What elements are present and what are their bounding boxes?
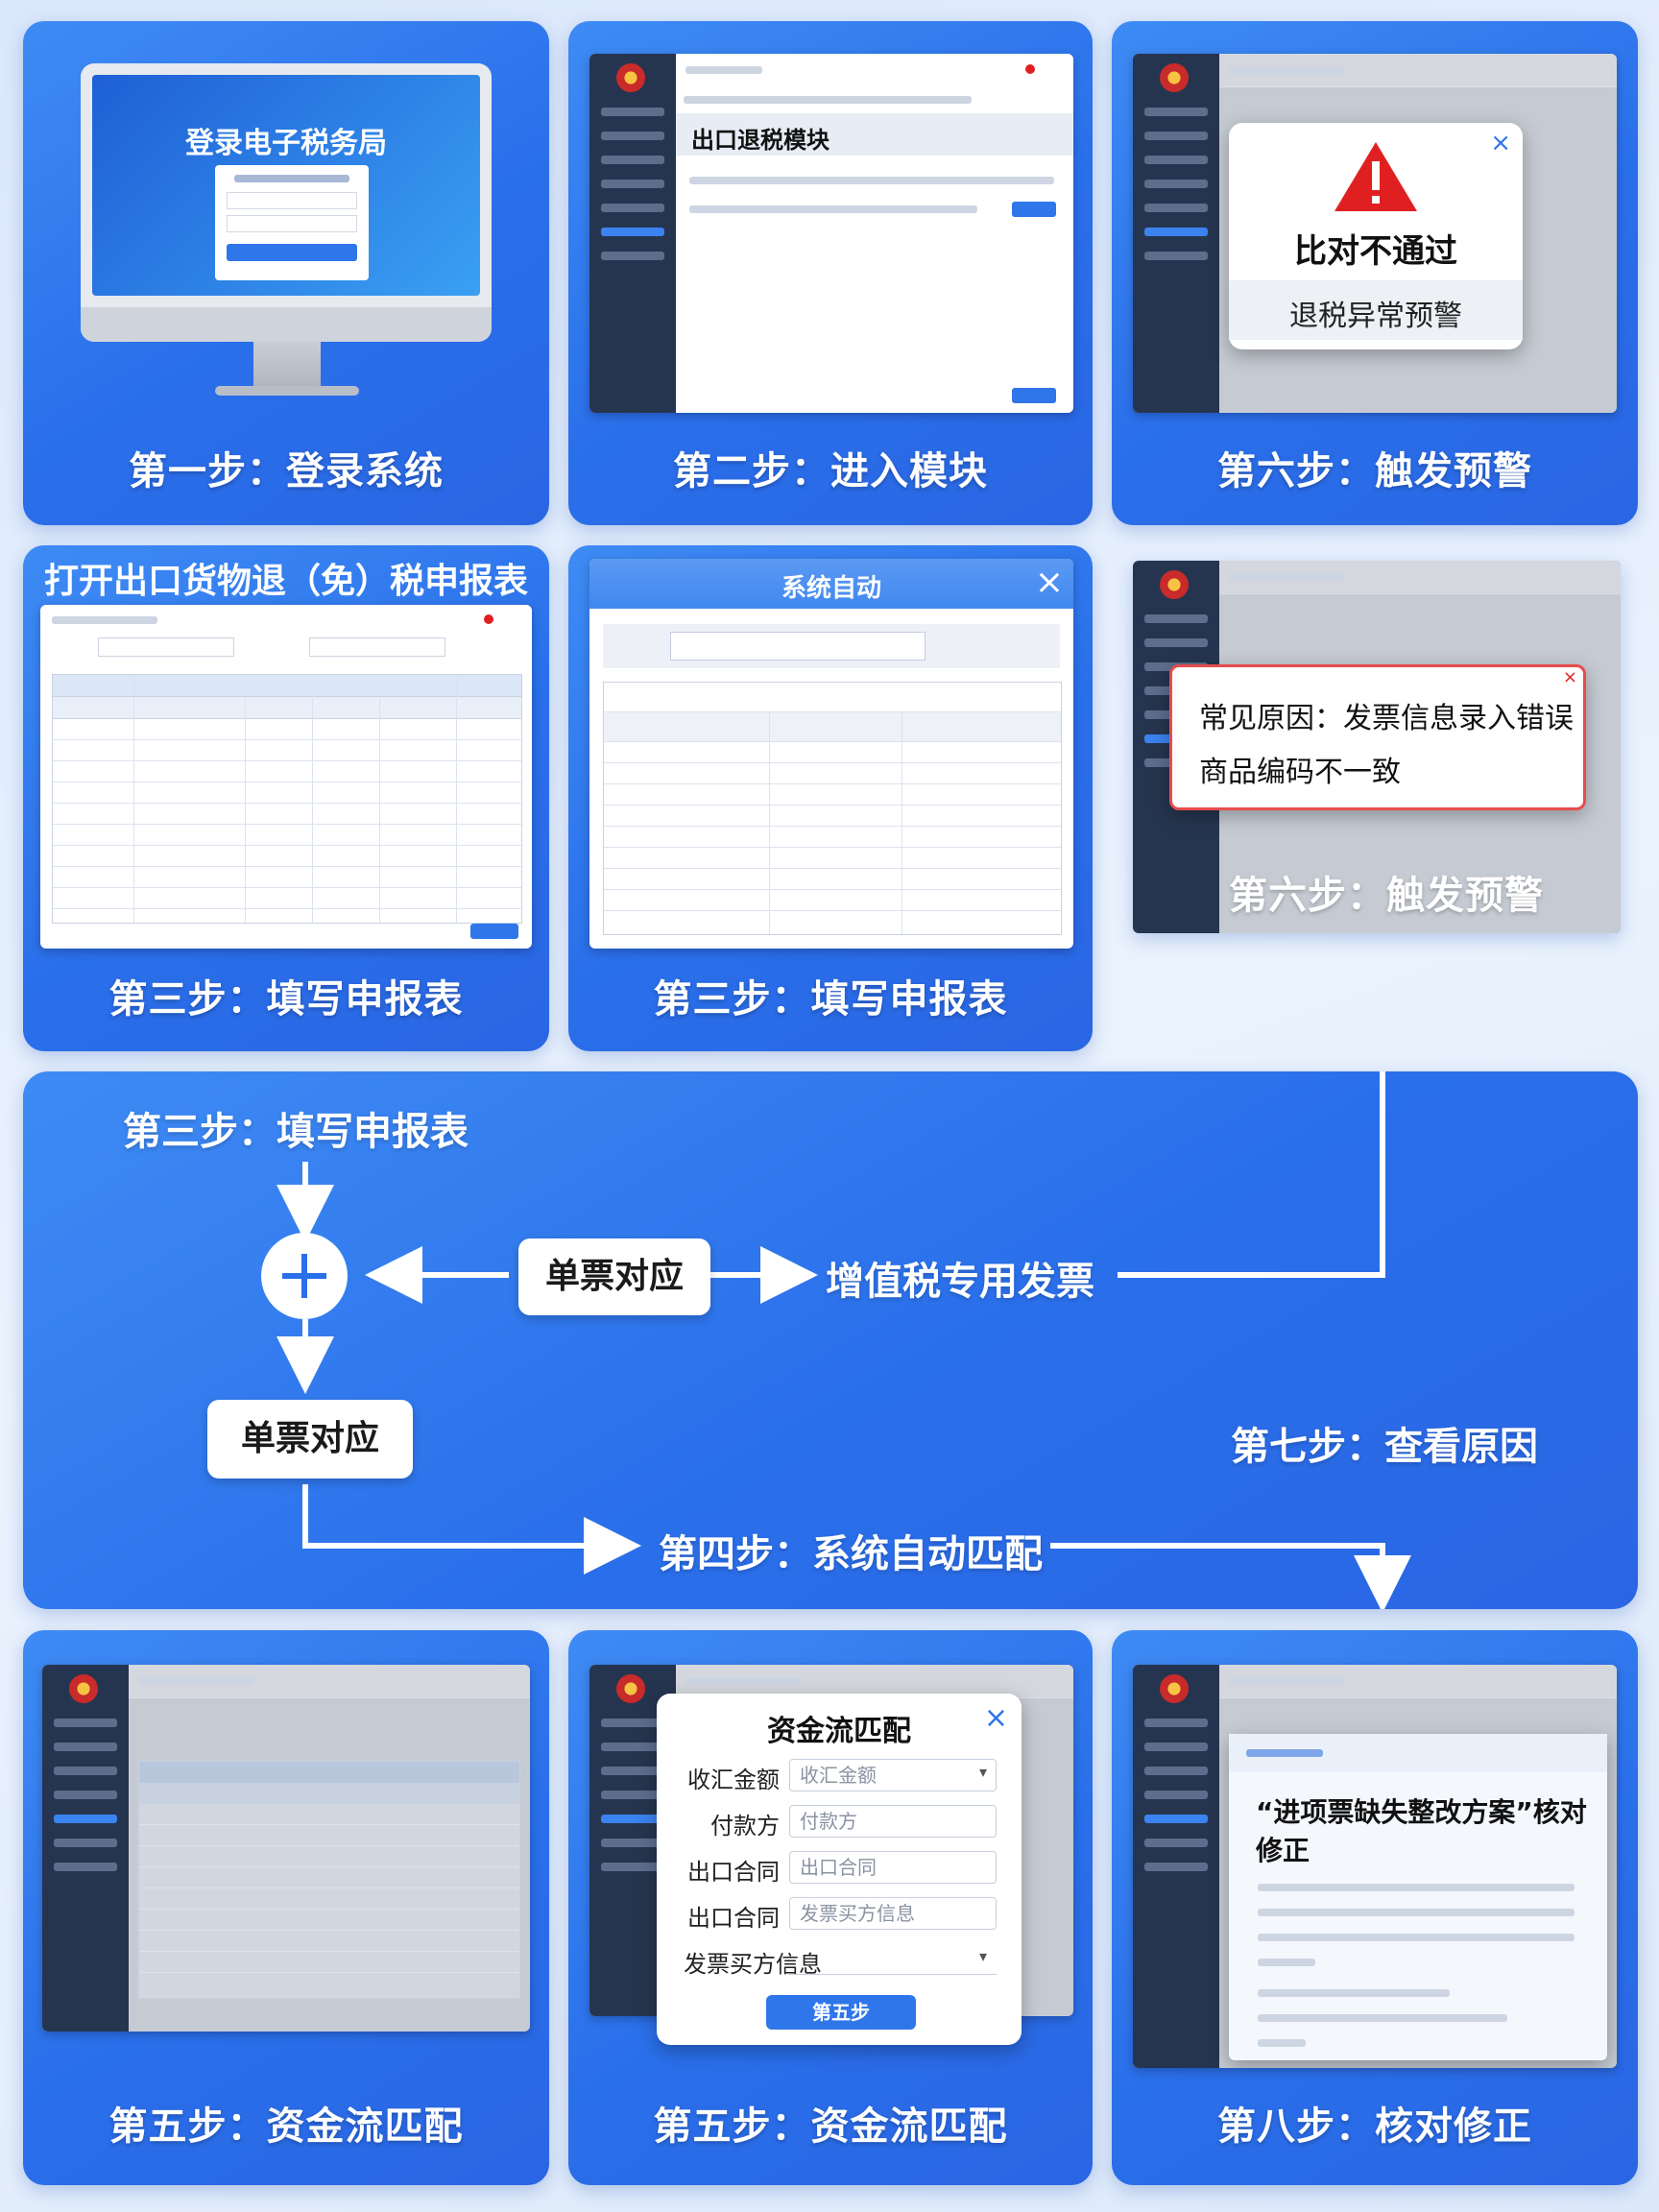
field-row-4: 发票买方信息 ▾ (684, 1943, 997, 1978)
step2-label: 第二步：进入模块 (673, 449, 988, 493)
submit-button[interactable] (470, 924, 518, 939)
declaration-screenshot (40, 605, 532, 949)
auto-match-input[interactable] (670, 632, 926, 661)
field-row-3: 出口合同 发票买方信息 (684, 1897, 997, 1932)
fund-flow-dialog: 资金流匹配 × 收汇金额 收汇金额 ▾ 付款方 付款方 出口合同 出口合同 出口… (657, 1694, 1022, 2045)
step6-label-1: 第六步：触发预警 (1217, 449, 1532, 493)
query-button[interactable] (1012, 202, 1056, 217)
auto-match-table (603, 682, 1062, 935)
module-screenshot: 出口退税模块 (589, 54, 1073, 413)
buyer-info-input[interactable]: 发票买方信息 (789, 1897, 997, 1930)
match-box-2: 单票对应 (207, 1400, 413, 1479)
module-title: 出口退税模块 (691, 127, 830, 154)
flow-step4-label: 第四步：系统自动匹配 (659, 1532, 1043, 1576)
warning-subtitle: 退税异常预警 (1289, 300, 1462, 333)
step3-label-2: 第三步：填写申报表 (653, 977, 1008, 1022)
received-amount-select[interactable]: 收汇金额 (789, 1759, 997, 1791)
field-row-1: 付款方 付款方 (684, 1805, 997, 1839)
step6-card-reason: × 常见原因：发票信息录入错误 商品编码不一致 第六步：触发预警 (1133, 561, 1621, 933)
correction-panel: “进项票缺失整改方案”核对修正 (1229, 1734, 1607, 2060)
step5-label-2: 第五步：资金流匹配 (653, 2104, 1008, 2149)
next-button[interactable] (1012, 388, 1056, 403)
step6-label-2: 第六步：触发预警 (1229, 874, 1544, 918)
payer-input[interactable]: 付款方 (789, 1805, 997, 1838)
close-icon[interactable]: × (1562, 667, 1577, 687)
form-input-1[interactable] (98, 637, 234, 657)
fund-table (138, 1761, 520, 1999)
declaration-table (52, 674, 522, 924)
flow-panel: 第三步：填写申报表 单票对应 增值税专用发票 单票对应 第七步：查看原因 第四步… (23, 1071, 1638, 1609)
warning-title: 比对不通过 (1294, 232, 1457, 271)
username-input[interactable] (227, 192, 357, 209)
monitor-screen: 登录电子税务局 (92, 75, 480, 296)
close-icon[interactable]: × (1034, 563, 1064, 602)
contract-input[interactable]: 出口合同 (789, 1851, 997, 1884)
reason-popup: × 常见原因：发票信息录入错误 商品编码不一致 (1169, 664, 1586, 810)
correction-heading: “进项票缺失整改方案”核对修正 (1256, 1796, 1587, 1866)
warning-screenshot: × 比对不通过 退税异常预警 (1133, 54, 1617, 413)
field-row-2: 出口合同 出口合同 (684, 1851, 997, 1886)
invoice-label: 增值税专用发票 (826, 1260, 1094, 1304)
fund-table-screenshot (42, 1665, 530, 2032)
add-circle-icon (261, 1233, 348, 1319)
declaration-banner: 打开出口货物退（免）税申报表 (43, 562, 528, 601)
chevron-down-icon: ▾ (978, 1947, 987, 1965)
chevron-down-icon: ▾ (978, 1763, 987, 1781)
step1-card: 登录电子税务局 第一步：登录系统 (23, 21, 549, 525)
step5-label-1: 第五步：资金流匹配 (108, 2104, 464, 2149)
step8-label: 第八步：核对修正 (1217, 2104, 1532, 2149)
auto-match-title: 系统自动 (781, 574, 881, 603)
step8-card: “进项票缺失整改方案”核对修正 第八步：核对修正 (1112, 1630, 1638, 2185)
step3-card-auto: 系统自动 × 第三步：填写申报表 (568, 545, 1093, 1051)
step3-label-1: 第三步：填写申报表 (108, 977, 464, 1022)
auto-match-dialog: 系统自动 × (589, 559, 1073, 949)
correction-screenshot: “进项票缺失整改方案”核对修正 (1133, 1665, 1617, 2068)
reason-screenshot: × 常见原因：发票信息录入错误 商品编码不一致 第六步：触发预警 (1133, 561, 1621, 933)
next-step-button[interactable]: 第五步 (766, 1995, 916, 2030)
flow-step7-label: 第七步：查看原因 (1231, 1425, 1538, 1469)
login-form (215, 165, 369, 280)
step6-card-warning: × 比对不通过 退税异常预警 第六步：触发预警 (1112, 21, 1638, 525)
reason-line1: 常见原因：发票信息录入错误 (1199, 702, 1574, 735)
reason-line2: 商品编码不一致 (1199, 756, 1401, 789)
fund-flow-title: 资金流匹配 (767, 1715, 911, 1748)
close-icon[interactable]: × (1490, 129, 1511, 157)
monitor: 登录电子税务局 (81, 63, 492, 342)
monitor-stand (253, 342, 321, 390)
step2-card: 出口退税模块 第二步：进入模块 (568, 21, 1093, 525)
step5-card-dialog: 资金流匹配 × 收汇金额 收汇金额 ▾ 付款方 付款方 出口合同 出口合同 出口… (568, 1630, 1093, 2185)
login-button[interactable] (227, 244, 357, 261)
warning-icon (1334, 142, 1417, 211)
form-input-2[interactable] (309, 637, 445, 657)
buyer-info-select[interactable] (789, 1943, 997, 1975)
flow-step3-label: 第三步：填写申报表 (123, 1110, 469, 1154)
step5-card-table: 第五步：资金流匹配 (23, 1630, 549, 2185)
login-title: 登录电子税务局 (185, 127, 387, 160)
flow-arrows (276, 1071, 1411, 1609)
close-icon[interactable]: × (983, 1701, 1008, 1735)
warning-popup: × 比对不通过 退税异常预警 (1229, 123, 1523, 349)
step3-card-form: 打开出口货物退（免）税申报表 第三步：填写申报表 (23, 545, 549, 1051)
password-input[interactable] (227, 215, 357, 232)
step1-label: 第一步：登录系统 (129, 449, 444, 493)
match-box-1: 单票对应 (518, 1238, 710, 1315)
field-row-0: 收汇金额 收汇金额 ▾ (684, 1759, 997, 1793)
